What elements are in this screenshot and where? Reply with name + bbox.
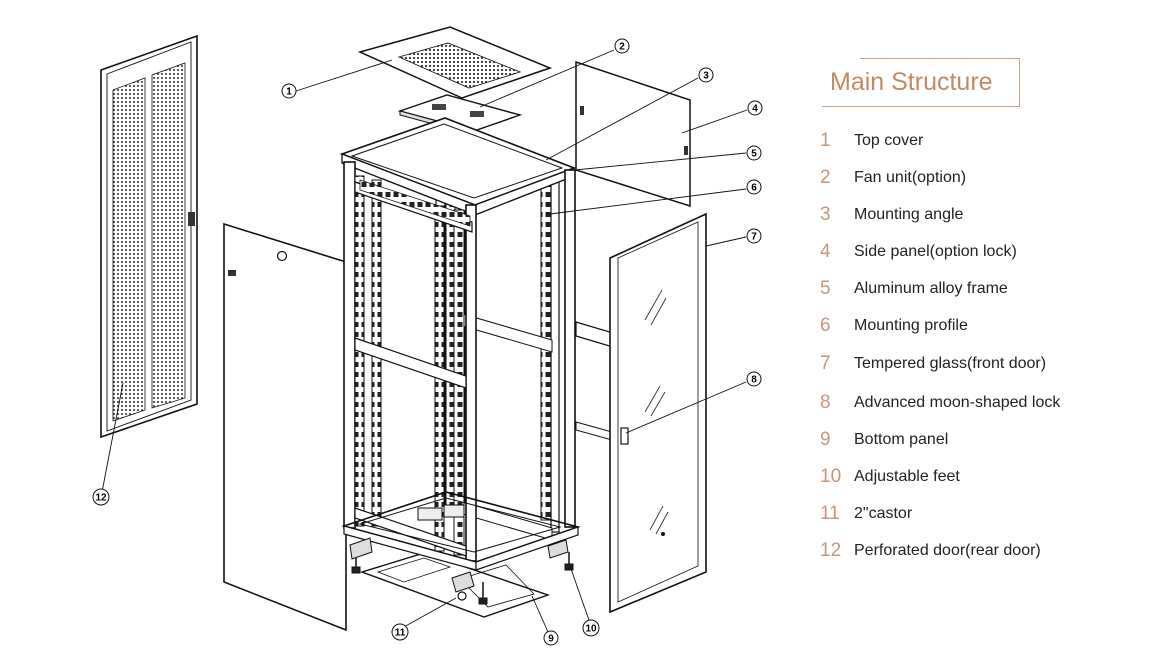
callout-8: 8 (746, 371, 762, 387)
list-item: 11 2"castor (820, 495, 1060, 532)
page-title: Main Structure (830, 68, 993, 96)
item-number: 8 (820, 391, 831, 413)
callout-9-number: 9 (548, 634, 554, 645)
list-item: 8 Advanced moon-shaped lock (820, 384, 1060, 421)
callout-5-number: 5 (751, 149, 757, 160)
list-item: 9 Bottom panel (820, 421, 1060, 458)
list-item: 10 Adjustable feet (820, 458, 1060, 495)
item-number: 7 (820, 353, 831, 374)
feet-and-castors (349, 537, 574, 605)
list-item: 6 Mounting profile (820, 307, 1060, 344)
list-item: 12 Perforated door(rear door) (820, 532, 1060, 569)
title-frame: Main Structure (822, 58, 1022, 107)
item-number: 9 (820, 428, 831, 450)
item-label: Bottom panel (854, 430, 949, 448)
item-label: Tempered glass(front door) (854, 355, 1047, 372)
legend-panel: Main Structure 1 Top cover 2 Fan unit(opti… (800, 0, 1162, 669)
item-number: 1 (820, 129, 831, 151)
callout-10: 10 (582, 619, 600, 637)
rack-cabinet-exploded-diagram: 1 2 3 4 5 6 7 8 9 10 11 12 (92, 26, 763, 646)
item-label: Fan unit(option) (854, 168, 967, 186)
item-number: 10 (820, 465, 842, 487)
title-frame-bottom-line (822, 106, 1020, 107)
item-label: Top cover (854, 131, 924, 149)
item-label: Aluminum alloy frame (854, 279, 1008, 297)
callout-6: 6 (746, 179, 762, 195)
callout-7: 7 (746, 228, 762, 244)
list-item: 7 Tempered glass(front door) (820, 344, 1060, 384)
callout-11-number: 11 (395, 628, 406, 639)
item-number: 6 (820, 314, 831, 336)
callout-8-number: 8 (751, 375, 757, 386)
callout-11: 11 (391, 623, 409, 641)
item-number: 2 (820, 166, 831, 188)
item-label: Perforated door(rear door) (854, 541, 1041, 559)
list-item: 5 Aluminum alloy frame (820, 270, 1060, 307)
callout-7-number: 7 (751, 232, 757, 243)
item-number: 4 (820, 240, 831, 262)
callout-12-number: 12 (95, 493, 107, 504)
parts-list: 1 Top cover 2 Fan unit(option) 3 Mounting a… (820, 122, 1060, 569)
item-number: 5 (820, 277, 831, 299)
side-panel-left (223, 222, 347, 632)
list-item: 2 Fan unit(option) (820, 159, 1060, 196)
callout-1-number: 1 (286, 87, 292, 98)
callout-12: 12 (92, 488, 110, 506)
title-frame-right-line (1019, 58, 1020, 106)
item-label: Side panel(option lock) (854, 242, 1017, 260)
callout-4: 4 (747, 100, 763, 116)
callout-5: 5 (746, 145, 762, 161)
list-item: 3 Mounting angle (820, 196, 1060, 233)
list-item: 1 Top cover (820, 122, 1060, 159)
item-label: Adjustable feet (854, 467, 960, 485)
top-cover (357, 26, 553, 99)
title-frame-top-line (860, 58, 1020, 59)
callout-2-number: 2 (619, 42, 625, 53)
list-item: 4 Side panel(option lock) (820, 233, 1060, 270)
perforated-rear-door (100, 34, 198, 439)
callout-10-number: 10 (585, 624, 597, 635)
callout-3: 3 (698, 67, 714, 83)
item-label: Advanced moon-shaped lock (854, 393, 1061, 411)
leader-lines (101, 49, 748, 633)
callout-9: 9 (543, 630, 559, 646)
item-label: Mounting profile (854, 316, 968, 334)
item-number: 3 (820, 203, 831, 225)
item-number: 11 (820, 502, 840, 524)
item-label: 2"castor (854, 504, 913, 522)
tempered-glass-front-door (609, 212, 707, 614)
item-label: Mounting angle (854, 205, 964, 223)
callout-6-number: 6 (751, 183, 757, 194)
callout-2: 2 (614, 38, 630, 54)
callout-1: 1 (281, 83, 297, 99)
rack-frame (339, 117, 581, 571)
callout-4-number: 4 (752, 104, 758, 115)
item-number: 12 (820, 539, 842, 561)
callout-3-number: 3 (703, 71, 709, 82)
